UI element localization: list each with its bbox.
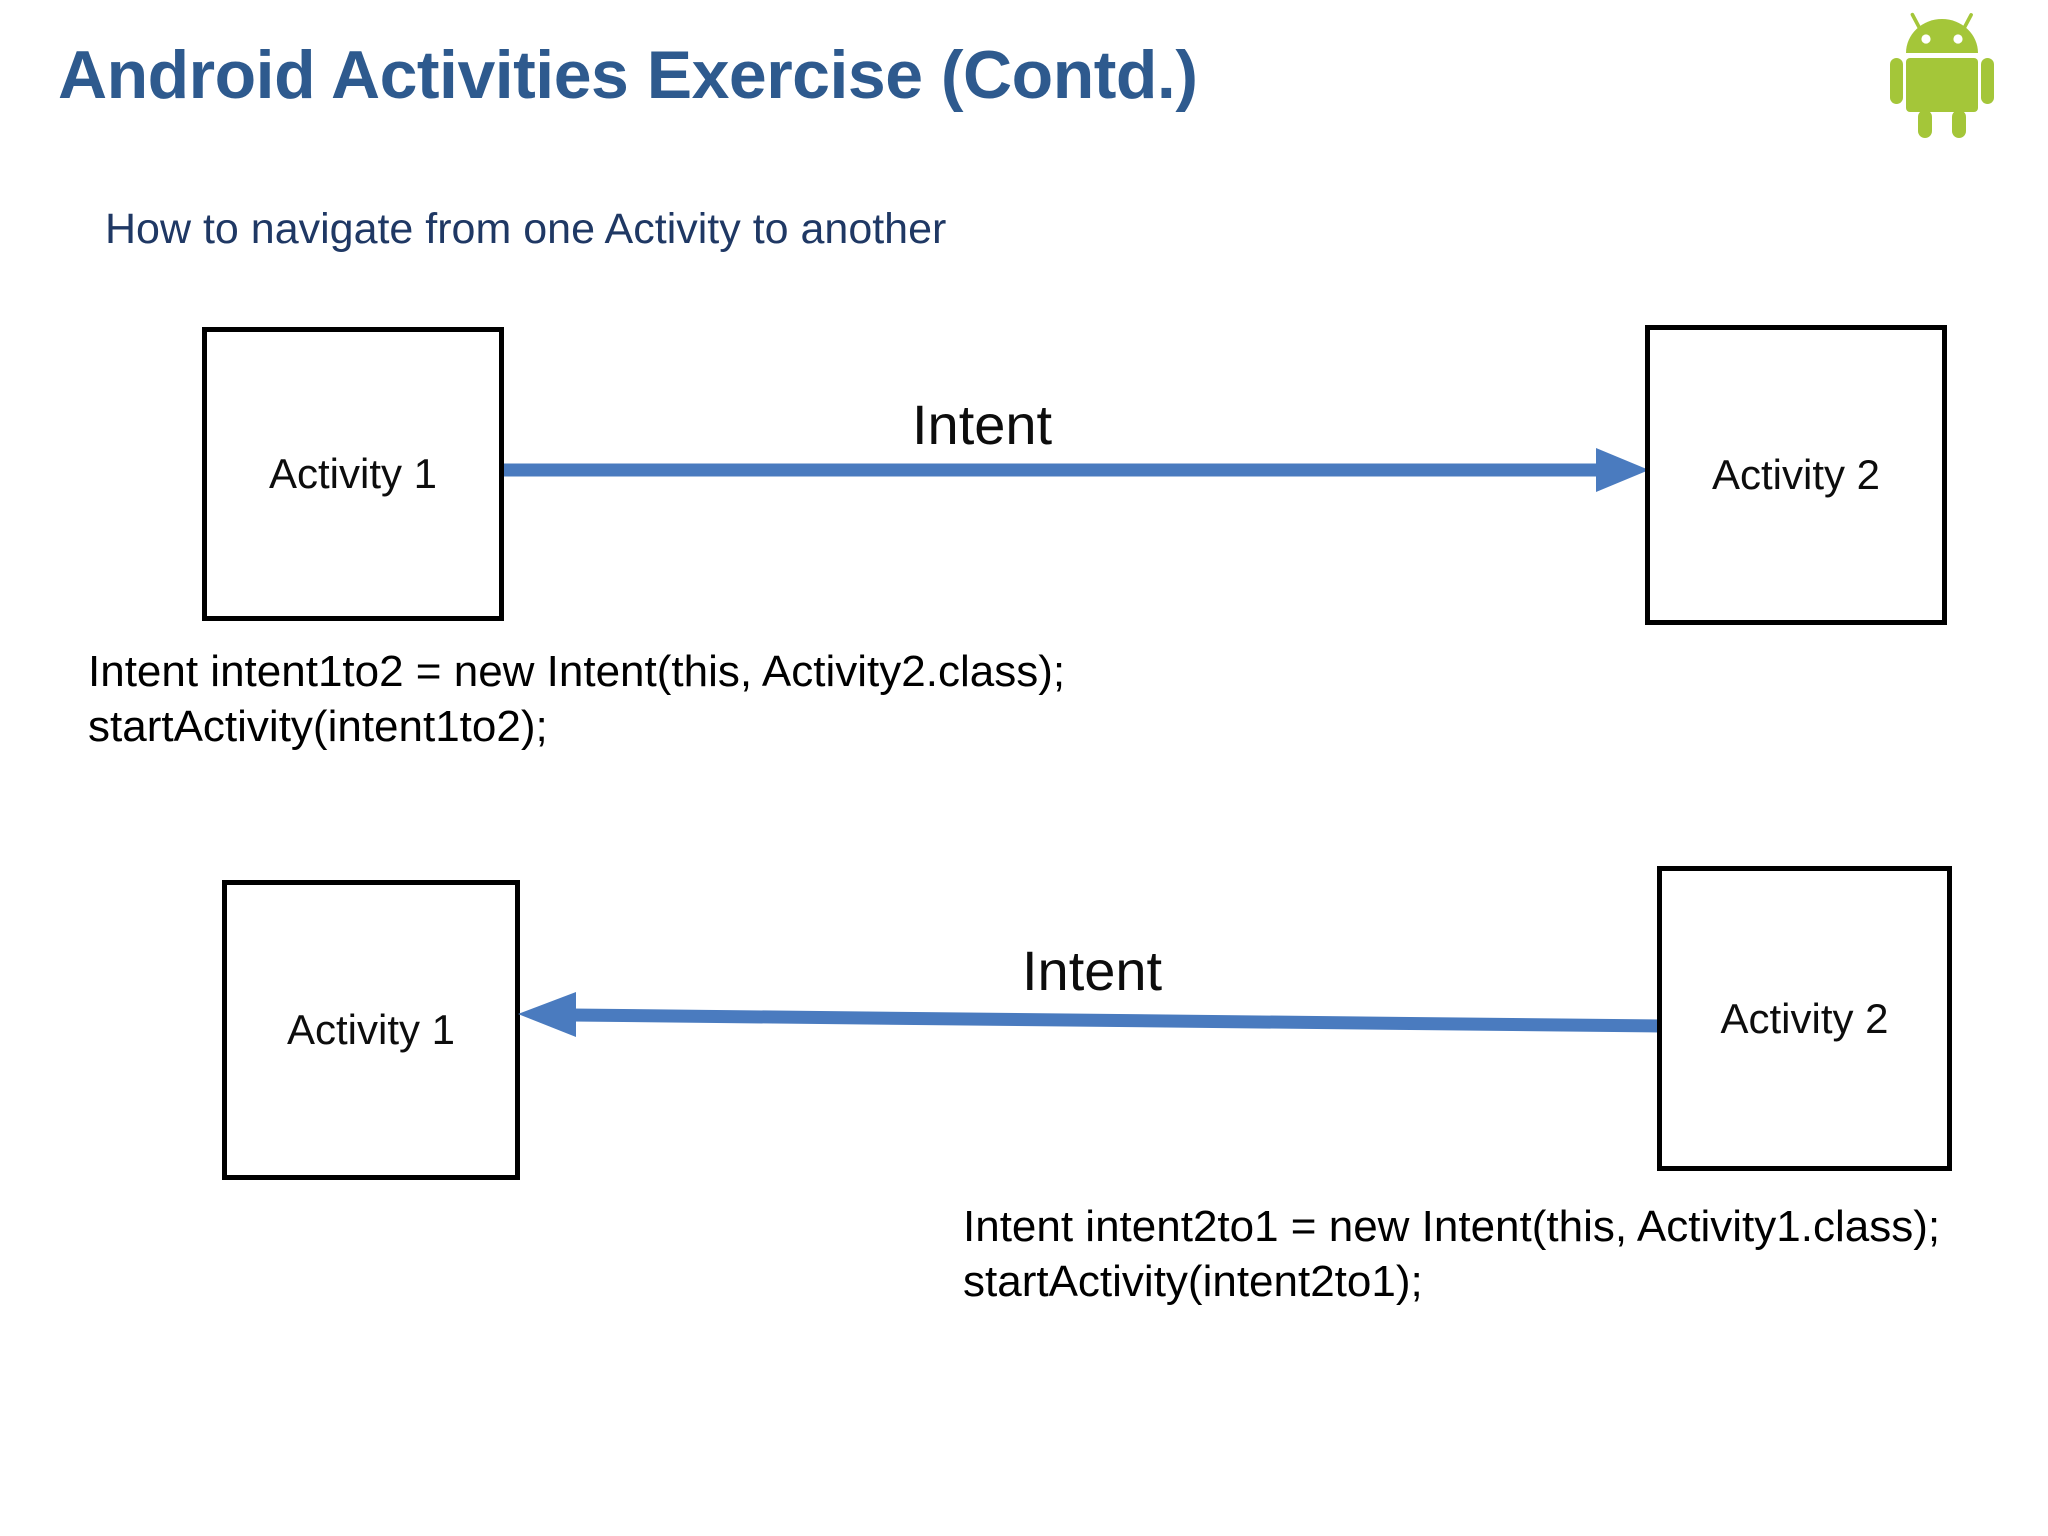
page-title: Android Activities Exercise (Contd.) <box>58 37 1198 113</box>
code-snippet-row1: Intent intent1to2 = new Intent(this, Act… <box>88 647 1066 751</box>
intent-arrow-row1 <box>504 448 1649 492</box>
intent-arrow-label-row2: Intent <box>1022 939 1163 1002</box>
activity-box-row2-target: Activity 1 <box>222 880 520 1180</box>
intent-arrow-row2 <box>518 992 1661 1037</box>
activity-box-row2-source: Activity 2 <box>1657 866 1952 1171</box>
activity-box-row1-target: Activity 2 <box>1645 325 1947 625</box>
activity-box-row1-source: Activity 1 <box>202 327 504 621</box>
activity-box-label: Activity 1 <box>268 450 438 497</box>
code-snippet-row2: Intent intent2to1 = new Intent(this, Act… <box>963 1202 1941 1306</box>
intent-arrow-label-row1: Intent <box>912 393 1053 456</box>
activity-box-label: Activity 2 <box>1720 994 1889 1042</box>
android-robot-icon <box>1884 6 2000 146</box>
activity-box-label: Activity 2 <box>1711 451 1881 498</box>
slide-subtitle: How to navigate from one Activity to ano… <box>105 205 947 253</box>
activity-box-label: Activity 1 <box>286 1006 456 1053</box>
